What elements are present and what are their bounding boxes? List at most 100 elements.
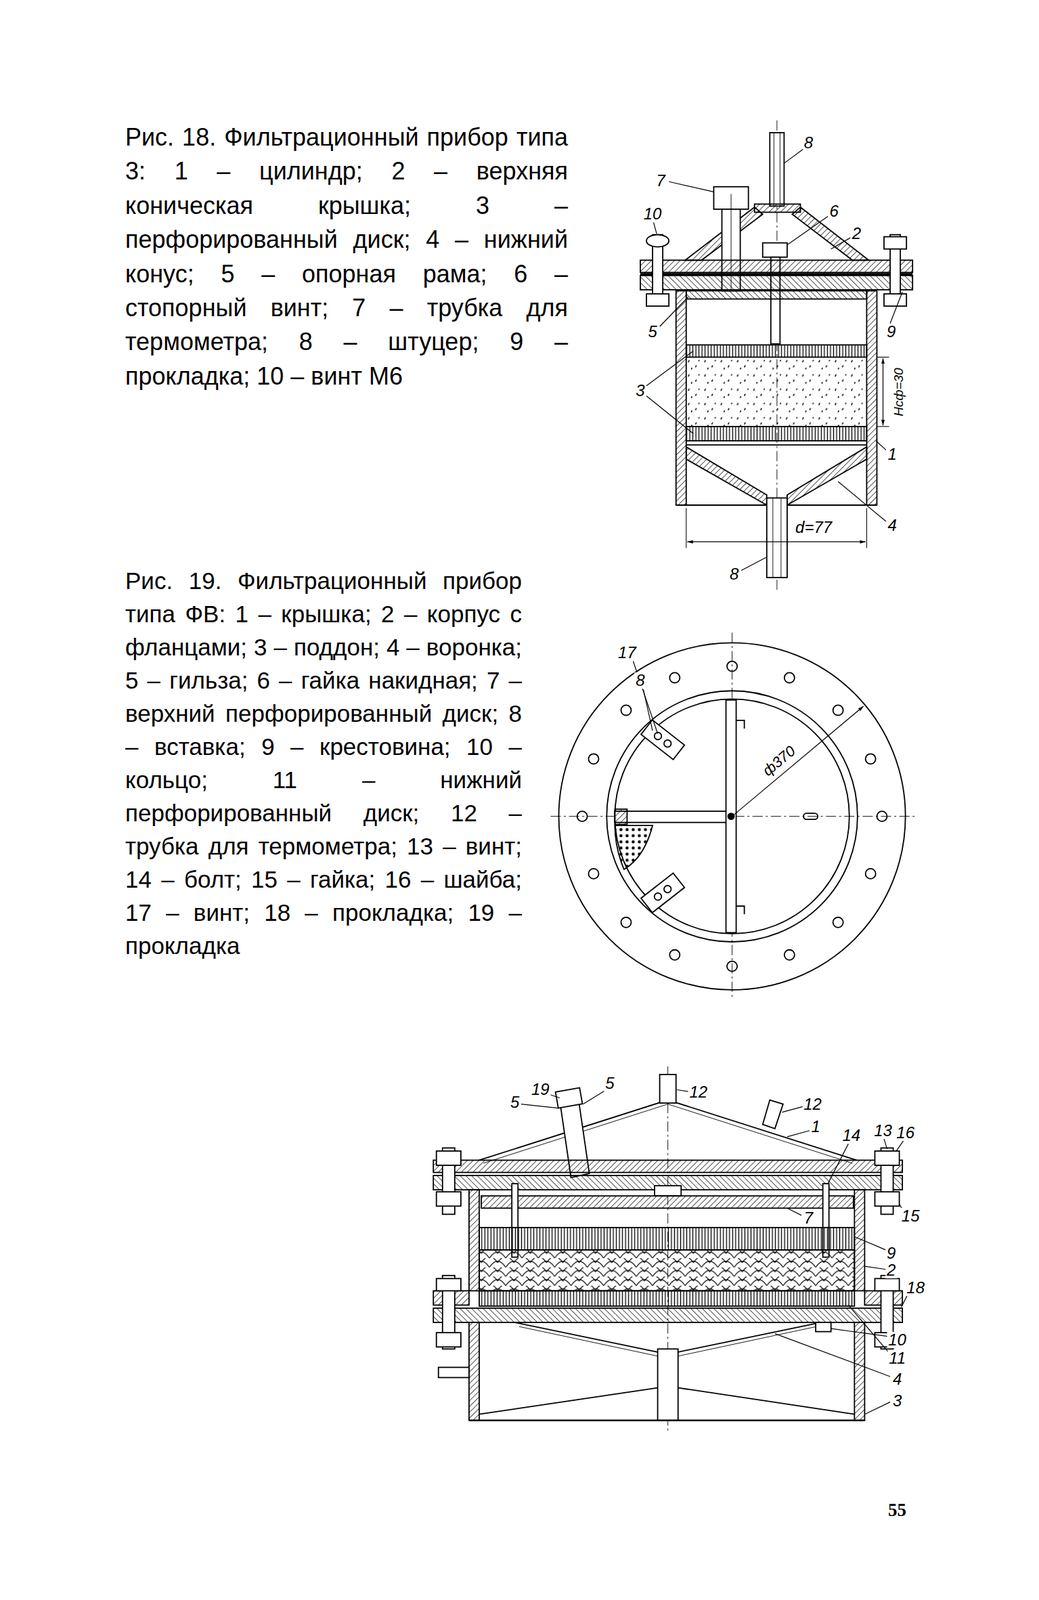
bolt-holes-part <box>669 672 680 683</box>
bolt-holes-part <box>620 917 631 928</box>
callout-number: 5 <box>646 323 658 340</box>
bolt-holes-part <box>588 753 599 764</box>
filter-device-19-plan-part <box>614 808 627 825</box>
leader-line <box>848 1304 891 1354</box>
leader-line <box>646 395 694 434</box>
callout-number: 10 <box>642 205 664 223</box>
callout-number: 3 <box>891 1392 903 1409</box>
filter-device-18-part <box>646 293 669 306</box>
filter-device-19-section-part <box>436 1150 461 1165</box>
bolt-holes-part <box>865 753 876 764</box>
filter-device-19-section-part <box>436 1277 461 1291</box>
callout-number: 8 <box>634 672 646 689</box>
callout-number: 12 <box>688 1083 710 1100</box>
filter-device-19-section-part <box>678 1321 822 1352</box>
filter-device-19-section-part <box>874 1277 899 1291</box>
filter-device-19-section-part <box>469 1189 480 1291</box>
callout-number: 9 <box>885 323 897 340</box>
filter-device-18-part <box>787 446 867 505</box>
filter-device-19-section-part <box>874 1150 899 1165</box>
callout-number: 17 <box>616 644 638 661</box>
leader-line <box>583 1090 606 1104</box>
filter-device-18-part <box>754 203 801 212</box>
filter-device-19-section-part <box>436 1191 461 1206</box>
filter-device-19-plan-part-part <box>640 872 685 912</box>
filter-device-18-part <box>766 497 788 578</box>
filter-device-19-section-part <box>433 1159 903 1172</box>
bolt-holes-part <box>833 704 844 715</box>
filter-device-18-part <box>640 259 913 273</box>
filter-device-19-section-part <box>479 1099 857 1161</box>
figure-caption: Рис. 18. Фильтрационный прибор типа 3: 1… <box>125 120 568 394</box>
callout-number: 5 <box>509 1093 521 1111</box>
filter-device-19-section-part <box>519 1325 658 1356</box>
filter-device-19-section-part <box>654 1185 681 1196</box>
bolt-holes-part <box>865 868 876 879</box>
callout-number: 4 <box>886 517 898 534</box>
filter-device-19-plan <box>550 632 918 1000</box>
leader-line <box>643 689 654 731</box>
leader-line <box>875 440 887 451</box>
callout-number: 8 <box>728 565 740 583</box>
page-number: 55 <box>888 1500 907 1519</box>
callout-number: 13 <box>872 1122 894 1139</box>
filter-device-19-plan-part <box>614 810 727 823</box>
callout-number: 2 <box>885 1261 897 1278</box>
filter-device-19-plan-part <box>640 872 685 912</box>
leader-line <box>831 237 851 250</box>
leader-line <box>668 181 714 192</box>
filter-device-18-part <box>769 132 784 207</box>
callout-number: 4 <box>891 1370 903 1387</box>
figure-caption: Рис. 19. Фильтрационный прибор типа ФВ: … <box>125 563 522 962</box>
bolt-holes-part <box>588 868 599 879</box>
filter-device-18-part <box>640 272 913 275</box>
leader-line <box>632 661 658 734</box>
filter-device-19-section <box>433 1066 903 1431</box>
filter-device-19-section-part <box>481 1195 854 1208</box>
filter-device-18-part <box>883 236 907 250</box>
filter-device-19-section-part <box>438 1366 470 1377</box>
callout-number: 18 <box>904 1279 926 1296</box>
filter-device-19-plan-part-part <box>662 883 673 895</box>
leader-line <box>653 222 658 235</box>
filter-device-18-part <box>686 356 868 426</box>
filter-device-19-section-part <box>469 1419 865 1421</box>
filter-device-19-section-part <box>762 1099 784 1129</box>
filter-device-18-part <box>640 275 913 290</box>
callout-number: 6 <box>828 203 840 220</box>
filter-device-18 <box>640 120 913 590</box>
leader-line <box>787 215 828 245</box>
filter-device-19-plan-part <box>728 812 735 820</box>
filter-device-18-part <box>882 358 884 426</box>
filter-device-18-part <box>866 507 868 548</box>
filter-device-19-plan-part-part <box>653 731 664 742</box>
filter-device-19-plan-part <box>614 825 653 870</box>
filter-device-19-section-part <box>659 1074 677 1103</box>
filter-device-19-plan-part-part <box>653 891 664 902</box>
filter-device-18-part <box>779 132 781 207</box>
filter-device-19-section-part <box>483 1103 853 1163</box>
bolt-holes-part <box>784 949 795 960</box>
callout-number: 11 <box>887 1349 908 1366</box>
bolt-holes-part <box>833 917 844 928</box>
leader-line <box>827 1143 849 1184</box>
leader-line <box>896 1140 904 1151</box>
leader-line <box>787 1207 802 1215</box>
callout-number: 16 <box>894 1124 916 1141</box>
callout-number: 7 <box>802 1209 815 1226</box>
callout-number: 9 <box>885 1244 897 1262</box>
filter-device-19-section-part <box>479 1290 855 1306</box>
filter-device-19-section-part <box>874 1191 899 1206</box>
leader-line <box>659 297 689 327</box>
filter-device-18-part <box>676 504 767 506</box>
filter-device-18-part <box>866 290 877 505</box>
leader-line <box>787 1130 810 1137</box>
filter-device-18-part <box>883 293 907 306</box>
filter-device-19-plan-part <box>803 812 818 820</box>
leader-line <box>775 1333 891 1377</box>
filter-device-18-part <box>687 541 866 543</box>
dimension-label: d=77 <box>793 519 834 536</box>
filter-device-19-section-part <box>815 1321 832 1332</box>
filter-device-18-part <box>686 446 767 505</box>
